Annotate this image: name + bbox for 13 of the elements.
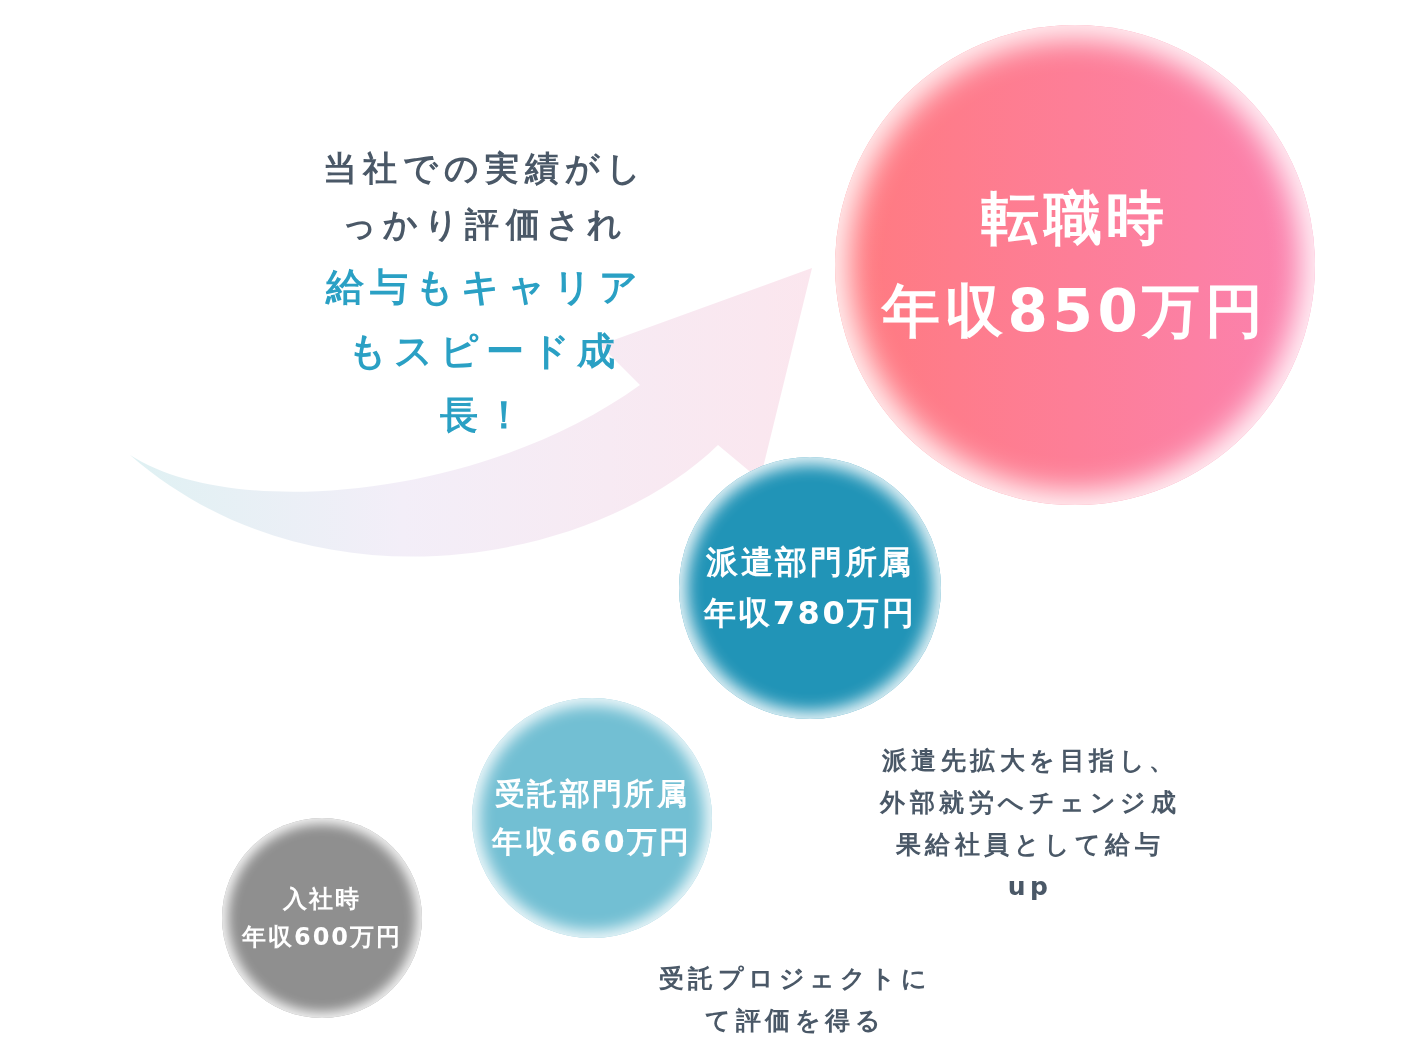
salary-text: 年収660万円: [492, 823, 692, 861]
headline-text: 給与もキャリアもスピード成長！: [324, 264, 646, 439]
salary-text: 年収780万円: [703, 593, 917, 634]
note-text: 派遣先拡大を目指し、外部就労へチェンジ成果給社員として給与up: [880, 745, 1180, 903]
salary-text: 年収850万円: [882, 276, 1268, 347]
salary-text: 年収600万円: [242, 922, 402, 953]
circle-heading: 転職時: [981, 183, 1169, 255]
headline-text: 当社での実績がしっかり評価され: [322, 147, 648, 246]
note-text: 受託プロジェクトにて評価を得る: [657, 963, 933, 1037]
circle-heading: 入社時: [283, 883, 361, 915]
growth-arrow: [130, 268, 812, 557]
circle-heading: 派遣部門所属: [706, 541, 914, 583]
circle-heading: 受託部門所属: [494, 775, 690, 813]
